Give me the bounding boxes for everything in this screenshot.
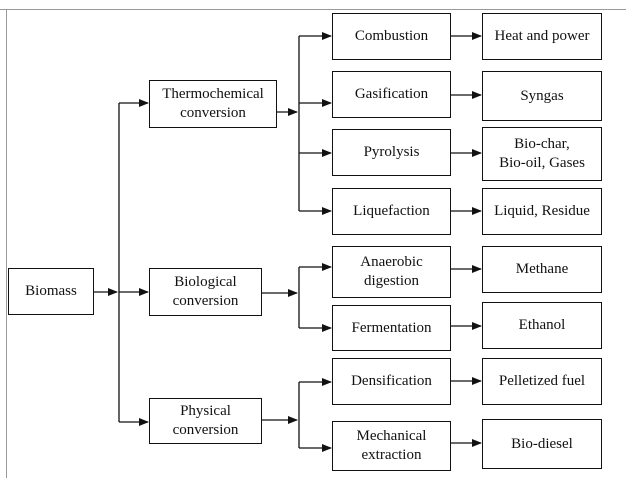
node-bio-char-oil-gases: Bio-char, Bio-oil, Gases <box>482 127 602 181</box>
node-gasification: Gasification <box>332 71 451 118</box>
node-densification: Densification <box>332 358 451 405</box>
node-heat-and-power: Heat and power <box>482 13 602 60</box>
node-biomass: Biomass <box>8 268 94 315</box>
node-liquefaction: Liquefaction <box>332 188 451 235</box>
node-biological-conversion: Biological conversion <box>149 268 262 316</box>
node-anaerobic-digestion: Anaerobic digestion <box>332 246 451 298</box>
page-left-border <box>6 9 7 478</box>
node-thermochemical-conversion: Thermochemical conversion <box>149 80 277 128</box>
page-top-border <box>0 9 626 10</box>
node-bio-diesel: Bio-diesel <box>482 419 602 469</box>
node-syngas: Syngas <box>482 71 602 121</box>
node-mechanical-extraction: Mechanical extraction <box>332 421 451 471</box>
node-physical-conversion: Physical conversion <box>149 398 262 444</box>
node-ethanol: Ethanol <box>482 302 602 349</box>
node-pelletized-fuel: Pelletized fuel <box>482 358 602 405</box>
node-pyrolysis: Pyrolysis <box>332 129 451 176</box>
node-methane: Methane <box>482 246 602 293</box>
node-liquid-residue: Liquid, Residue <box>482 188 602 235</box>
node-fermentation: Fermentation <box>332 305 451 351</box>
node-combustion: Combustion <box>332 13 451 60</box>
